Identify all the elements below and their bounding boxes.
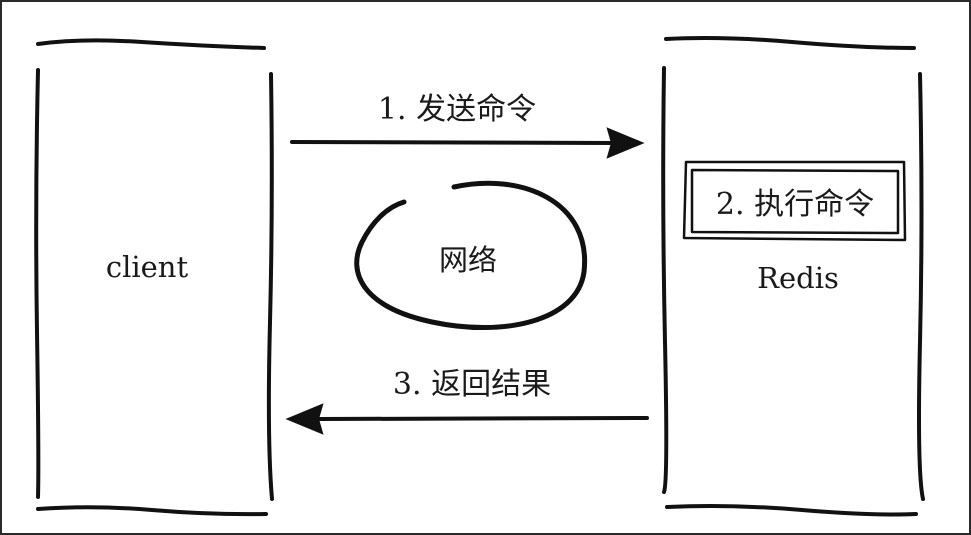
redis-box-bottom-edge xyxy=(665,504,918,517)
redis-box xyxy=(661,36,925,517)
network-label: 网络 xyxy=(439,243,497,277)
client-label: client xyxy=(106,250,189,284)
execute-command-label: 2. 执行命令 xyxy=(716,187,874,222)
send-arrow-head xyxy=(606,127,645,159)
return-arrow-head xyxy=(285,403,324,435)
execute-box-inner xyxy=(690,168,900,235)
client-box-top-edge xyxy=(36,38,266,50)
send-arrow-shaft xyxy=(290,140,614,145)
return-arrow-shaft xyxy=(318,416,649,421)
execute-command-box xyxy=(682,160,907,242)
redis-label: Redis xyxy=(757,261,839,295)
return-result-arrow xyxy=(285,403,649,435)
client-box-left-edge xyxy=(34,68,41,499)
redis-box-top-edge xyxy=(664,36,916,50)
redis-box-right-edge xyxy=(917,72,925,501)
execute-box-outer xyxy=(682,160,907,242)
return-result-label: 3. 返回结果 xyxy=(393,367,551,402)
client-box-bottom-edge xyxy=(36,505,268,517)
client-box xyxy=(34,38,274,517)
redis-box-left-edge xyxy=(661,66,669,494)
client-box-right-edge xyxy=(266,72,274,501)
network-cloud-loop xyxy=(354,180,588,331)
send-command-arrow xyxy=(290,127,645,159)
send-command-label: 1. 发送命令 xyxy=(378,92,536,127)
